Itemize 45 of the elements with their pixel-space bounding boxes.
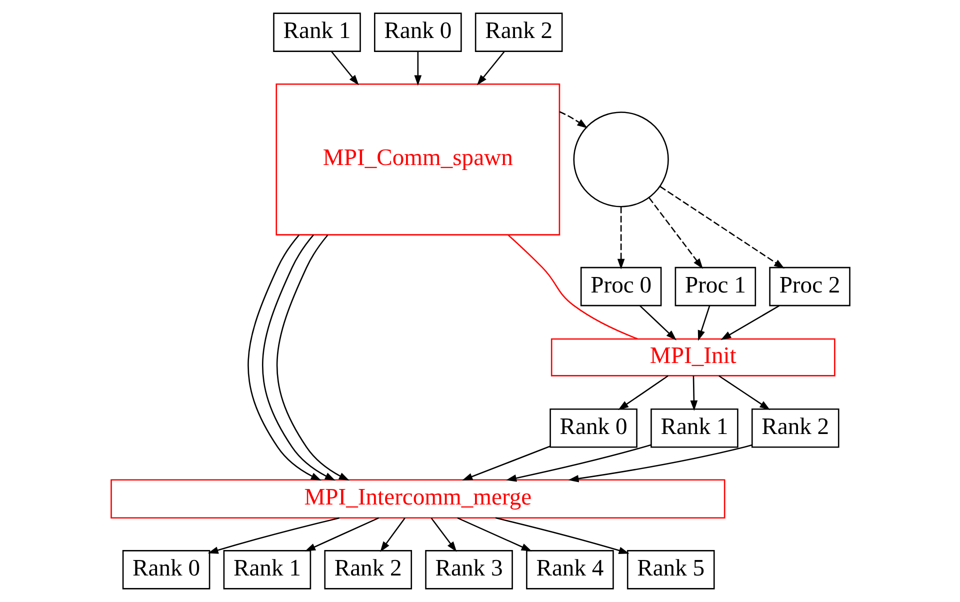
arrow	[276, 234, 349, 481]
node-box: MPI_Comm_spawn	[275, 83, 560, 236]
node-box: Rank 0	[122, 550, 210, 590]
node-box: Rank 0	[549, 408, 637, 448]
arrow	[505, 444, 651, 482]
node-circle	[572, 112, 668, 208]
arrow	[648, 197, 702, 269]
arrow	[262, 234, 335, 481]
arrow	[720, 305, 779, 340]
node-box: Rank 2	[324, 550, 412, 590]
arrow	[697, 306, 710, 341]
arrow	[247, 234, 321, 481]
arrow	[380, 518, 405, 552]
node-box: Rank 0	[374, 12, 462, 52]
node-box: MPI_Init	[550, 338, 835, 376]
node-box: Rank 5	[626, 550, 714, 590]
arrow	[558, 111, 588, 128]
arrow	[618, 375, 668, 410]
node-box: Proc 2	[768, 266, 850, 306]
arrow	[494, 517, 629, 554]
arrow	[304, 517, 378, 552]
arrow	[616, 206, 624, 270]
arrow	[718, 375, 770, 410]
arrow	[430, 518, 456, 552]
arrow	[659, 186, 784, 269]
arrow	[330, 51, 358, 86]
node-box: Proc 0	[580, 266, 662, 306]
node-box: MPI_Intercomm_merge	[110, 479, 725, 519]
arrow	[207, 517, 339, 554]
node-box: Rank 4	[526, 550, 614, 590]
arrow	[462, 446, 550, 480]
node-box: Rank 3	[424, 550, 512, 590]
arrow	[690, 376, 698, 411]
arrow	[476, 51, 504, 86]
arrow	[456, 517, 532, 552]
node-box: Rank 1	[650, 408, 738, 448]
arrow	[568, 444, 752, 482]
arrow	[414, 51, 422, 86]
node-box: Rank 1	[272, 12, 360, 52]
node-box: Rank 1	[222, 550, 311, 590]
arrow	[639, 305, 676, 340]
node-box: Rank 2	[474, 12, 562, 52]
node-box: Rank 2	[750, 408, 839, 448]
node-box: Proc 1	[674, 266, 756, 306]
connector	[507, 234, 638, 340]
